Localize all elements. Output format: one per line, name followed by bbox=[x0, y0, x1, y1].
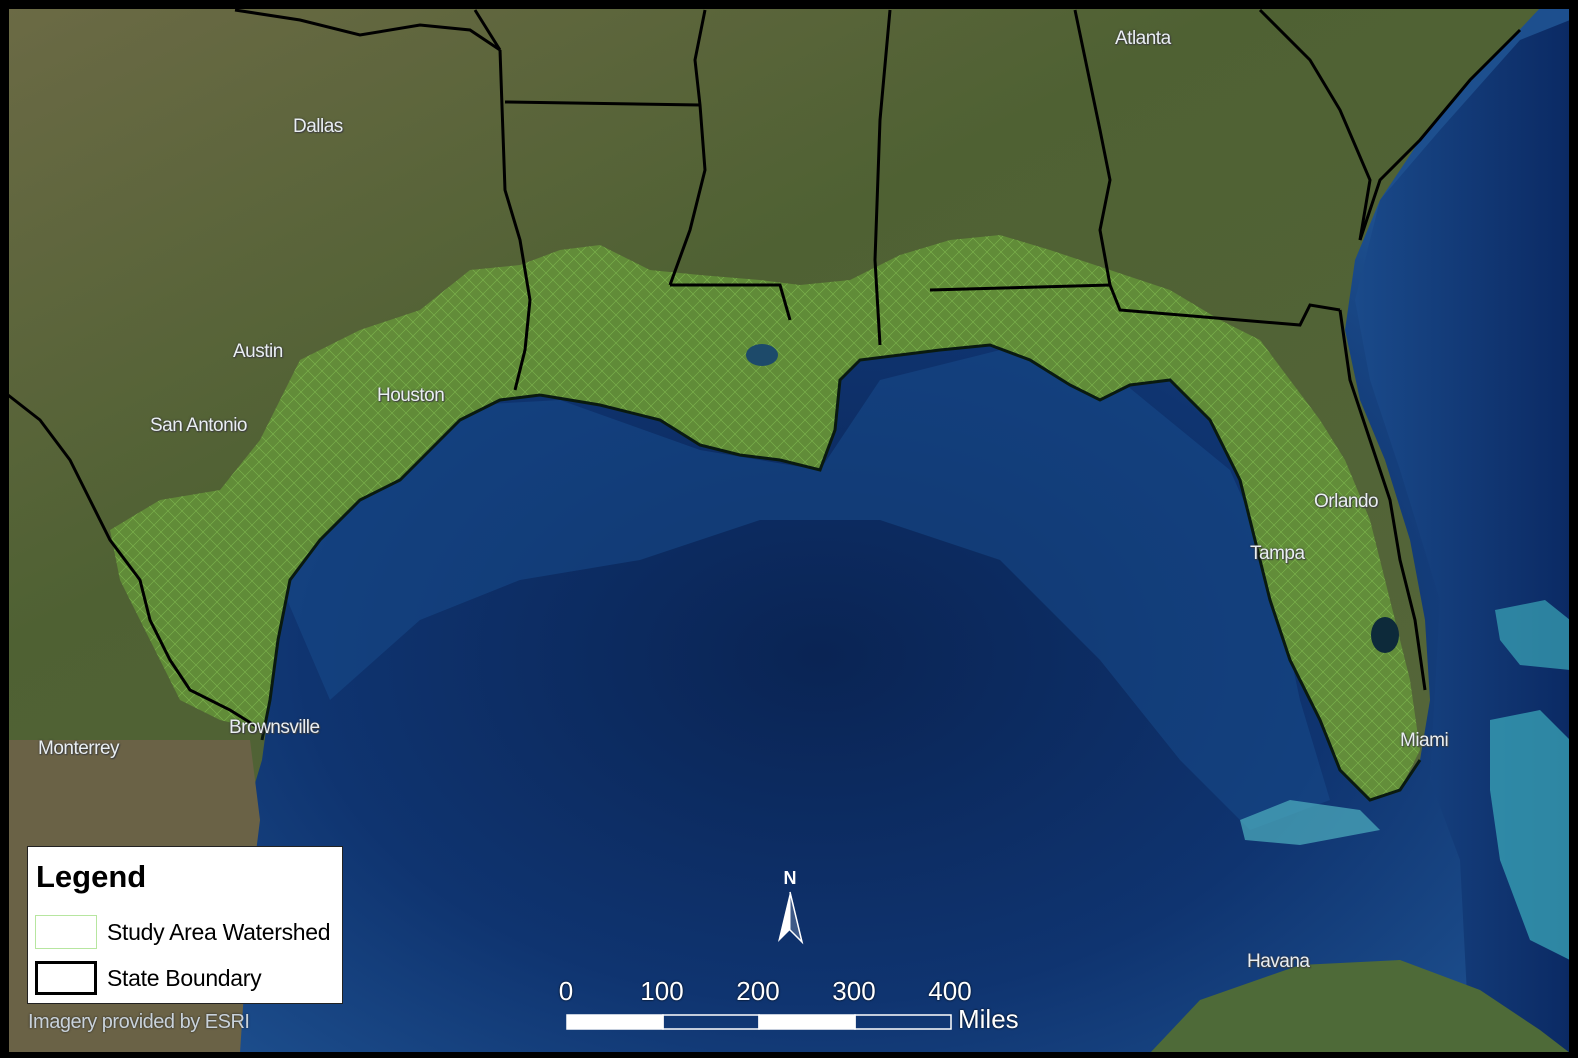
city-label-havana: Havana bbox=[1247, 951, 1310, 972]
bahamas-banks-north bbox=[1495, 600, 1570, 670]
map-legend: Legend Study Area Watershed State Bounda… bbox=[27, 846, 343, 1004]
legend-label-state-boundary: State Boundary bbox=[107, 965, 262, 991]
florida-keys-shallows bbox=[1240, 800, 1380, 845]
city-label-miami: Miami bbox=[1400, 730, 1449, 751]
city-label-san-antonio: San Antonio bbox=[150, 415, 247, 436]
north-arrow-icon bbox=[778, 891, 804, 945]
continental-shelf bbox=[270, 350, 1330, 830]
north-label: N bbox=[783, 868, 797, 888]
scale-tick-0: 0 bbox=[558, 976, 574, 1006]
city-label-monterrey: Monterrey bbox=[38, 738, 120, 759]
scale-unit: Miles bbox=[958, 1004, 1019, 1034]
city-label-houston: Houston bbox=[377, 385, 445, 406]
boundary-texas-north bbox=[234, 8, 501, 52]
city-label-orlando: Orlando bbox=[1314, 491, 1379, 512]
boundary-us-mexico bbox=[7, 393, 263, 732]
boundary-mississippi-alabama bbox=[873, 9, 892, 346]
scale-tick-100: 100 bbox=[640, 976, 684, 1006]
legend-label-watershed: Study Area Watershed bbox=[107, 919, 331, 945]
lake-pontchartrain bbox=[746, 344, 778, 366]
boundary-alabama-georgia bbox=[1073, 9, 1112, 286]
boundary-georgia-southcarolina bbox=[1258, 8, 1372, 241]
boundary-ar-ms-river bbox=[473, 9, 707, 286]
boundary-atlantic-coast-north bbox=[1358, 28, 1522, 241]
scale-bar bbox=[566, 1014, 952, 1030]
north-arrow: N bbox=[770, 868, 810, 948]
city-label-tampa: Tampa bbox=[1250, 543, 1305, 564]
bahamas-banks bbox=[1490, 710, 1570, 960]
city-label-dallas: Dallas bbox=[293, 116, 343, 137]
scale-tick-400: 400 bbox=[928, 976, 972, 1006]
gulf-coastline bbox=[260, 343, 1422, 802]
boundary-louisiana-mississippi bbox=[670, 283, 792, 321]
imagery-credit: Imagery provided by ESRI bbox=[28, 1011, 250, 1033]
study-area-watershed-swatch bbox=[35, 915, 97, 949]
boundary-texas-louisiana bbox=[498, 49, 532, 391]
city-label-austin: Austin bbox=[233, 341, 283, 362]
legend-title: Legend bbox=[36, 859, 147, 894]
lake-okeechobee bbox=[1371, 617, 1399, 653]
state-boundary-swatch bbox=[35, 961, 97, 995]
city-label-brownsville: Brownsville bbox=[229, 717, 320, 738]
cuba-landmass bbox=[1150, 960, 1570, 1053]
scale-tick-200: 200 bbox=[736, 976, 780, 1006]
boundary-arkansas-louisiana bbox=[504, 100, 701, 107]
city-label-atlanta: Atlanta bbox=[1115, 28, 1171, 49]
boundary-florida-atlantic-coast bbox=[1338, 309, 1427, 691]
scale-tick-300: 300 bbox=[832, 976, 876, 1006]
boundary-alabama-florida bbox=[929, 283, 1341, 327]
state-boundaries bbox=[7, 8, 1522, 732]
